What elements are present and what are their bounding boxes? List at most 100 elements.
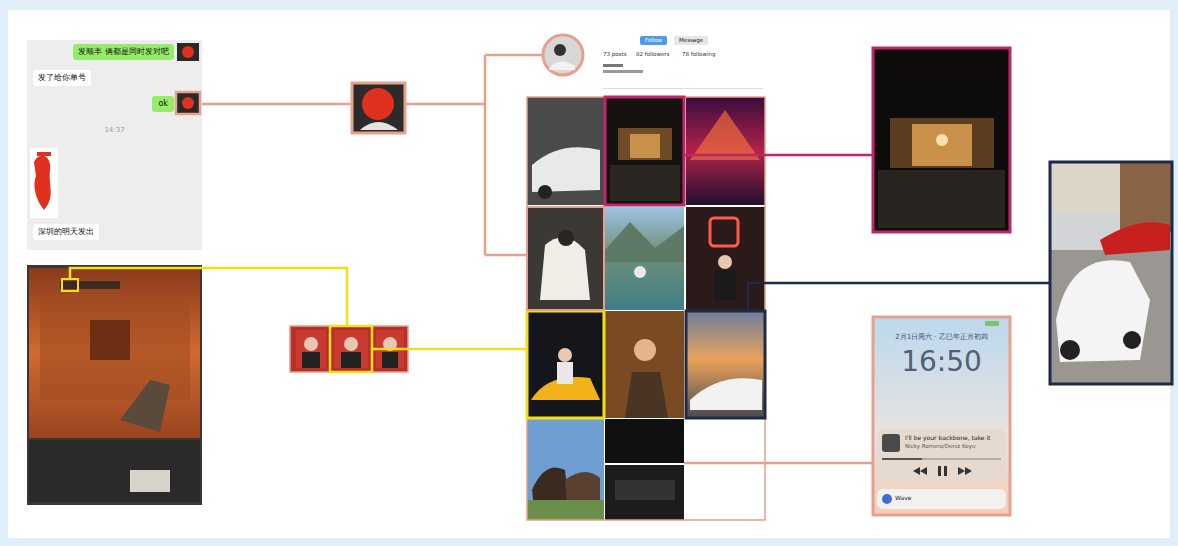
chat-screenshot-part <box>27 40 202 250</box>
photo-grid-part <box>540 238 590 300</box>
chat-panel: 14:37 发顺丰 俩都是同时发对吧发了给你单号 ok 深圳的明天发出 <box>27 40 202 250</box>
cars-photo-part <box>1050 250 1172 384</box>
photo-grid-part <box>527 500 604 520</box>
photo-grid-part <box>686 311 765 418</box>
profile-header: 73 posts 82 followers 78 following Follow Me… <box>600 34 770 86</box>
chat-bubble: 发顺丰 俩都是同时发对吧 <box>73 44 174 60</box>
gate-photo-part <box>912 124 972 166</box>
gate-photo <box>873 48 1010 232</box>
node-text: 深圳的明天发出 <box>38 227 94 237</box>
photo-grid-part <box>605 465 684 520</box>
photo-grid-part <box>605 97 684 205</box>
photo-grid-part <box>605 222 684 262</box>
follow-button: Follow <box>640 36 667 45</box>
game-screenshot <box>27 265 202 505</box>
chat-bubble: ok <box>152 96 174 112</box>
lock-screen <box>873 317 1010 515</box>
node-text: 73 posts <box>603 51 627 58</box>
portrait-strip-part <box>304 337 318 351</box>
cars-photo-part <box>1060 340 1080 360</box>
cars-photo-part <box>1123 331 1141 349</box>
game-screenshot-part <box>27 265 202 505</box>
leader-lines-part <box>684 154 873 157</box>
message-button: Message <box>674 36 708 45</box>
chat-bubble: 发了给你单号 <box>33 70 91 86</box>
lock-screen-part <box>873 317 1010 515</box>
cars-photo-part <box>1050 162 1172 384</box>
gate-photo-part <box>878 170 1005 228</box>
avatar-crop-part <box>362 88 394 120</box>
chat-screenshot-part <box>37 152 51 156</box>
photo-grid-part <box>686 97 765 205</box>
portrait-strip-part <box>296 330 326 368</box>
profile-avatar-part <box>603 64 623 67</box>
lock-screen-part <box>913 467 927 475</box>
photo-grid-part <box>605 419 684 463</box>
photo-grid-part <box>690 110 760 160</box>
lock-screen-panel: 2月1日周六 · 乙巳年正月初四16:50I'll be your backbo… <box>873 317 1010 515</box>
profile-avatar-part <box>549 61 575 70</box>
avatar-crop <box>352 83 405 133</box>
portrait-strip-part <box>341 352 361 368</box>
photo-grid-part <box>527 311 604 418</box>
profile-avatar-part <box>603 88 763 89</box>
photo-grid-part <box>605 311 684 418</box>
game-screenshot-part <box>130 470 170 492</box>
lock-screen-part <box>882 434 900 452</box>
gate-photo-part <box>873 48 1010 232</box>
lock-screen-part <box>882 458 922 460</box>
avatar-crop-part <box>360 122 398 130</box>
chat-screenshot-part <box>176 92 200 114</box>
profile-avatar-part <box>554 44 566 56</box>
leader-lines-part <box>405 55 543 255</box>
photo-grid-part <box>714 270 736 300</box>
lock-screen-part <box>877 429 1006 481</box>
photo-grid-part <box>557 362 573 384</box>
photo-grid-part <box>527 311 604 418</box>
portrait-strip-part <box>382 352 398 368</box>
photo-grid-part <box>634 266 646 278</box>
node-text: Message <box>679 37 703 44</box>
photo-grid-part <box>686 311 765 418</box>
gate-photo-part <box>873 48 1010 232</box>
node-text: 82 followers <box>636 51 669 58</box>
photo-grid-part <box>527 207 604 310</box>
node-text: Nicky Romero/Deniz Koyu <box>905 443 975 450</box>
portrait-strip-part <box>344 337 358 351</box>
game-screenshot-part <box>29 440 200 502</box>
node-text: ok <box>158 99 168 109</box>
photo-grid-part <box>718 255 732 269</box>
node-text: 14:37 <box>27 126 202 134</box>
profile-avatar <box>543 35 763 89</box>
portrait-strip-part <box>302 352 320 368</box>
cars-photo-part <box>1050 162 1172 384</box>
gate-photo-part <box>890 118 994 168</box>
cars-photo <box>1050 162 1172 384</box>
lock-screen-part <box>882 494 892 504</box>
node-text: Follow <box>645 37 662 44</box>
game-screenshot-part <box>120 380 170 432</box>
leader-lines-part <box>372 348 527 351</box>
chat-bubble: 深圳的明天发出 <box>33 224 99 240</box>
photo-grid-part <box>605 97 684 205</box>
photo-grid-part <box>686 207 765 310</box>
chat-screenshot-part <box>177 43 199 61</box>
node-text: 78 following <box>682 51 715 58</box>
cars-photo-part <box>1056 260 1150 362</box>
lock-screen-part <box>958 467 972 475</box>
game-screenshot-part <box>60 281 120 289</box>
chat-screenshot-part <box>34 156 51 210</box>
photo-grid-part <box>527 419 604 520</box>
photo-grid-part <box>710 218 738 246</box>
photo-grid-part <box>532 147 600 192</box>
chat-screenshot <box>27 40 202 250</box>
photo-grid <box>527 97 765 520</box>
node-text: I'll be your backbone, take it <box>905 434 990 441</box>
page-ground <box>8 10 1170 538</box>
cars-photo-part <box>1100 222 1170 255</box>
lock-screen-part <box>938 466 941 476</box>
photo-grid-part <box>605 207 684 310</box>
portrait-strip-part <box>330 326 372 372</box>
